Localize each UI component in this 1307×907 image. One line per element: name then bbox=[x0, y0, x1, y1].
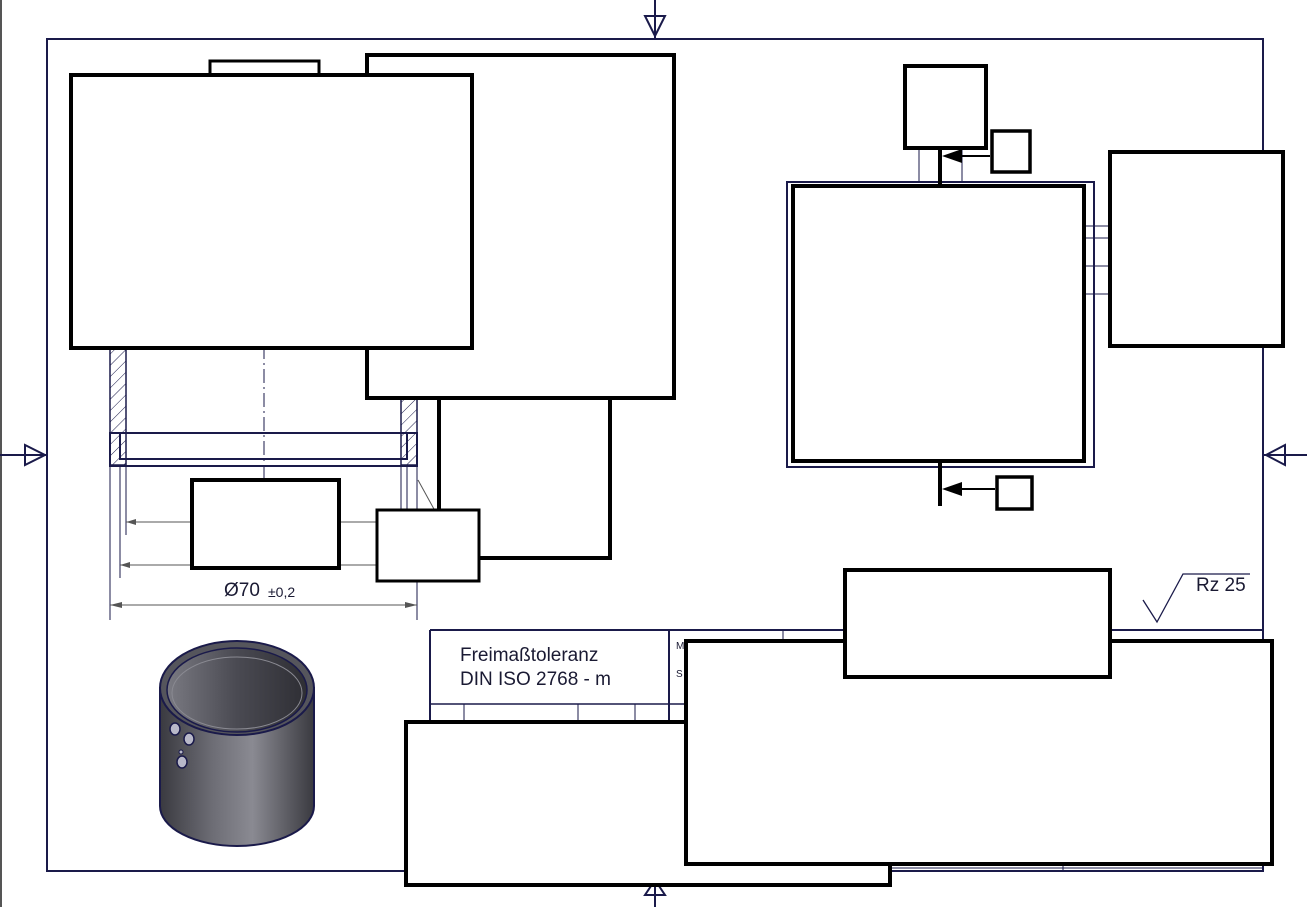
redacted-box bbox=[375, 508, 481, 583]
surface-roughness-symbol bbox=[1142, 573, 1250, 624]
hole bbox=[183, 732, 195, 746]
section-arrow-icon bbox=[938, 146, 990, 184]
general-tolerance-title: Freimaßtoleranz bbox=[460, 645, 599, 666]
general-tolerance-standard: DIN ISO 2768 - m bbox=[460, 669, 611, 690]
hole bbox=[176, 755, 188, 769]
triangle-arrow-icon bbox=[643, 0, 667, 39]
diameter-dimension: Ø70 bbox=[224, 580, 260, 601]
titleblock-mark-s: S bbox=[676, 669, 683, 680]
redacted-box bbox=[190, 478, 341, 570]
redacted-box bbox=[1108, 150, 1285, 348]
redacted-box bbox=[843, 568, 1112, 679]
surface-roughness-value: Rz 25 bbox=[1196, 575, 1246, 596]
redacted-box bbox=[995, 475, 1034, 511]
hatched-wall-left bbox=[109, 344, 127, 466]
triangle-arrow-icon bbox=[0, 443, 48, 467]
ring-3d-render bbox=[159, 640, 315, 847]
redacted-box bbox=[69, 73, 474, 350]
section-arrow-icon bbox=[938, 463, 995, 506]
triangle-arrow-icon bbox=[1263, 443, 1307, 467]
titleblock-mark-m: M bbox=[676, 641, 685, 652]
redacted-box bbox=[903, 64, 988, 150]
hole bbox=[169, 722, 181, 736]
diameter-tolerance: ±0,2 bbox=[268, 584, 296, 600]
redacted-box bbox=[990, 129, 1032, 174]
redaction-boxes bbox=[69, 53, 1285, 887]
redacted-box bbox=[791, 184, 1086, 463]
hole bbox=[178, 749, 184, 755]
